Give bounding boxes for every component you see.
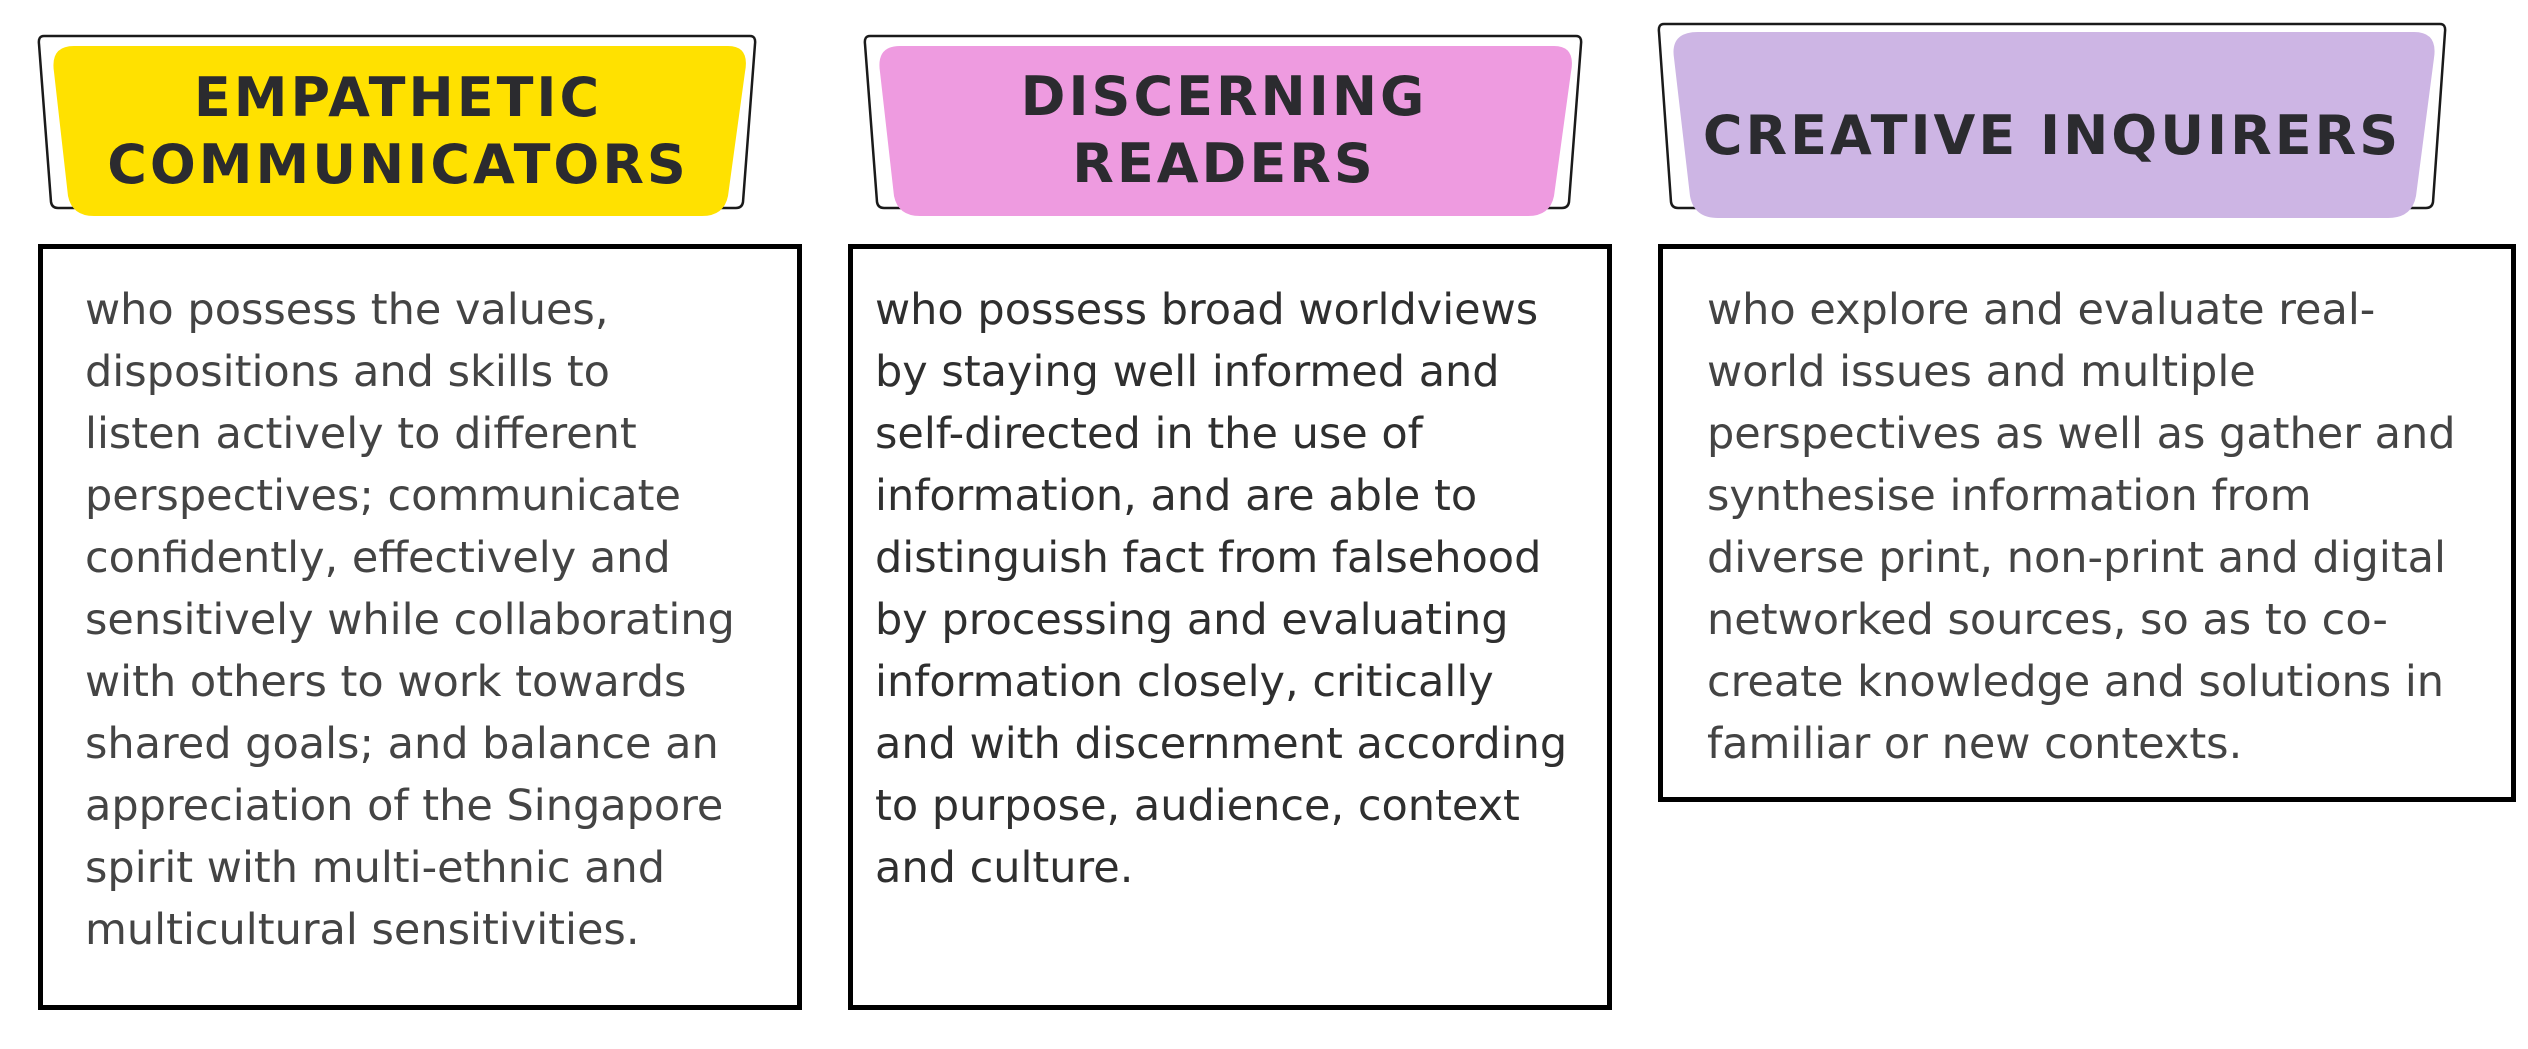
empathetic-communicators-header: EMPATHETIC COMMUNICATORS <box>37 32 757 220</box>
column-description: who possess broad worldviews by staying … <box>875 285 1568 893</box>
discerning-readers-header: DISCERNING READERS <box>863 32 1583 220</box>
header-3-shape <box>1657 22 2447 218</box>
column-title: EMPATHETIC COMMUNICATORS <box>107 65 689 197</box>
column-title: CREATIVE INQUIRERS <box>1702 104 2402 168</box>
header-2-fill <box>879 46 1572 216</box>
column-description: who explore and evaluate real- world iss… <box>1707 285 2456 769</box>
header-1-shape <box>37 34 757 216</box>
empathetic-communicators-box: who possess the values, dispositions and… <box>38 244 802 1010</box>
discerning-readers-box: who possess broad worldviews by staying … <box>848 244 1612 1010</box>
header-3-fill <box>1673 32 2435 218</box>
header-2-shape <box>863 34 1583 216</box>
column-title: DISCERNING READERS <box>1020 64 1428 196</box>
creative-inquirers-box: who explore and evaluate real- world iss… <box>1658 244 2516 802</box>
creative-inquirers-header: CREATIVE INQUIRERS <box>1657 20 2447 220</box>
column-description: who possess the values, dispositions and… <box>85 285 735 955</box>
header-1-fill <box>53 46 746 216</box>
